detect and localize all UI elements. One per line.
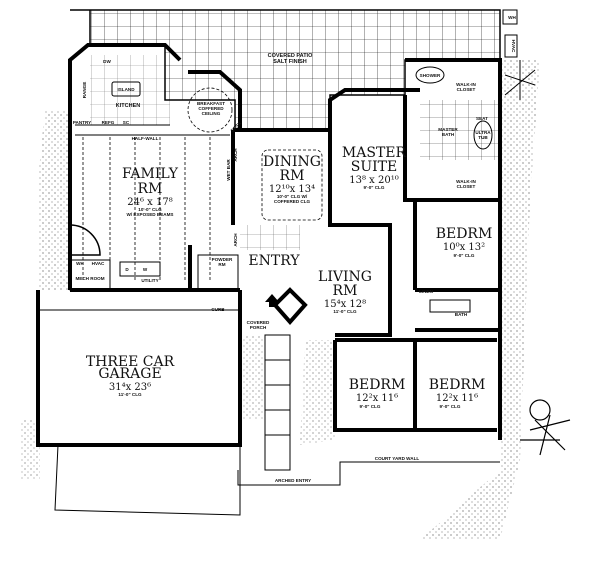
patio-label-1: COVERED PATIO xyxy=(268,53,313,59)
dining-coffered-ceiling xyxy=(261,149,323,221)
garage-label-1: THREE CAR xyxy=(86,354,175,370)
dining-dims: 12¹⁰x 13⁴ xyxy=(269,184,315,195)
breakfast-coffered-ceiling xyxy=(187,87,233,133)
pantry-label: PANTRY xyxy=(73,120,91,125)
court-yard-wall xyxy=(237,461,500,486)
master-dims: 13⁸ x 20¹⁰ xyxy=(349,175,398,186)
front-walk xyxy=(264,334,291,471)
arch-label-2: ARCH xyxy=(233,233,238,247)
utility-label: UTILITY xyxy=(141,278,158,283)
dining-note-2: COFFERED CLG xyxy=(274,199,311,204)
breakfast-label-1: BREAKFAST xyxy=(197,101,225,106)
walk-in-closet-1-label-1: WALK-IN xyxy=(456,82,476,87)
walk-in-closet-2-label-1: WALK-IN xyxy=(456,179,476,184)
entry-label: ENTRY xyxy=(248,253,300,269)
landscaping xyxy=(20,60,571,540)
bedrm-2-label: BEDRM xyxy=(349,377,406,393)
bedrm-2-note: 9'-0" CLG xyxy=(360,404,381,409)
outdoor-wh-label: WH xyxy=(508,15,516,20)
master-label-1: MASTER xyxy=(342,145,407,161)
garage-label-2: GARAGE xyxy=(98,366,161,382)
bedrm-3-note: 9'-0" CLG xyxy=(440,404,461,409)
linen-label: LINEN xyxy=(419,289,433,294)
garage-dims: 31⁴x 23⁶ xyxy=(109,382,151,393)
mech-room-label: MECH ROOM xyxy=(75,276,104,281)
dining-note-1: 10'-0" CLG W/ xyxy=(277,194,308,199)
living-label-1: LIVING xyxy=(318,269,372,285)
family-note-1: 10'-0" CLG xyxy=(138,207,162,212)
powder-label-1: POWDER xyxy=(212,257,233,262)
outdoor-wh xyxy=(502,9,518,25)
kitchen-label: KITCHEN xyxy=(116,103,140,109)
bedrm-2-dims: 12²x 11⁶ xyxy=(356,393,398,404)
kitchen-tile xyxy=(90,55,170,125)
wet-bar-label: WET BAR xyxy=(226,159,231,181)
breakfast-label-3: CEILING xyxy=(202,111,221,116)
bedrm-1-dims: 10⁰x 13² xyxy=(443,242,485,253)
living-label-2: RM xyxy=(333,283,358,299)
family-label-1: FAMILY xyxy=(122,166,179,182)
mech-hvac-label: HVAC xyxy=(92,261,105,266)
master-bath-label-1: MASTER xyxy=(438,127,458,132)
garage-note: 11'-0" CLG xyxy=(118,392,142,397)
master-label-2: SUITE xyxy=(351,159,397,175)
fireplace xyxy=(69,224,101,256)
master-note: 9'-0" CLG xyxy=(364,185,385,190)
half-wall xyxy=(75,124,230,136)
half-wall-label: HALF-WALL xyxy=(132,136,159,141)
washer-label: W xyxy=(143,267,148,272)
breakfast-label-2: COFFERED xyxy=(198,106,224,111)
entry-tile xyxy=(240,225,300,250)
refg-label: REFG xyxy=(102,120,115,125)
porch-label-1: COVERED xyxy=(247,320,270,325)
bedrm-3-dims: 12²x 11⁶ xyxy=(436,393,478,404)
exposed-beams xyxy=(82,137,211,280)
shower-label: SHOWER xyxy=(420,73,441,78)
walk-in-closet-1-label-2: CLOSET xyxy=(457,87,476,92)
curb-label: CURB xyxy=(211,307,225,312)
walk-in-closet-2-label-2: CLOSET xyxy=(457,184,476,189)
ultra-tub-label-1: ULTRA xyxy=(475,130,491,135)
patio-label-2: SALT FINISH xyxy=(273,59,307,65)
bath-label: BATH xyxy=(455,312,468,317)
powder-label-2: RM xyxy=(218,262,225,267)
bedrm-1-label: BEDRM xyxy=(436,226,493,242)
living-note: 11'-0" CLG xyxy=(333,309,357,314)
bedrm-3-label: BEDRM xyxy=(429,377,486,393)
dryer-label: D xyxy=(125,267,129,272)
outdoor-hvac-label: HVAC xyxy=(511,40,516,53)
dining-label-1: DINING xyxy=(263,154,321,170)
arched-entry-label: ARCHED ENTRY xyxy=(275,478,311,483)
ultra-tub-label-2: TUB xyxy=(478,135,488,140)
arch-label-1: ARCH xyxy=(233,148,238,162)
range-label: RANGE xyxy=(82,82,87,99)
fixtures xyxy=(69,66,493,313)
entry-arrow-icon xyxy=(265,294,279,307)
mech-wh-label: WH xyxy=(76,261,84,266)
dining-label-2: RM xyxy=(280,168,305,184)
family-dims: 24⁶ x 17⁸ xyxy=(127,197,172,208)
dw-label: DW xyxy=(103,59,111,64)
court-yard-wall-label: COURT YARD WALL xyxy=(375,456,420,461)
family-label-2: RM xyxy=(138,181,163,197)
seat-label: SEAT xyxy=(476,116,488,121)
driveway xyxy=(54,444,241,516)
sc-label: SC xyxy=(123,120,130,125)
living-dims: 15⁴x 12⁸ xyxy=(324,299,366,310)
island-label: ISLAND xyxy=(117,87,135,92)
bath-tile xyxy=(420,100,500,160)
bedrm-1-note: 9'-0" CLG xyxy=(454,253,475,258)
porch-label-2: PORCH xyxy=(250,325,267,330)
family-note-2: W/ EXPOSED BEAMS xyxy=(127,212,174,217)
outdoor-hvac xyxy=(504,34,518,58)
master-bath-label-2: BATH xyxy=(442,132,455,137)
room-labels: DW ISLAND KITCHEN PANTRY REFG SC RANGE B… xyxy=(73,15,517,483)
